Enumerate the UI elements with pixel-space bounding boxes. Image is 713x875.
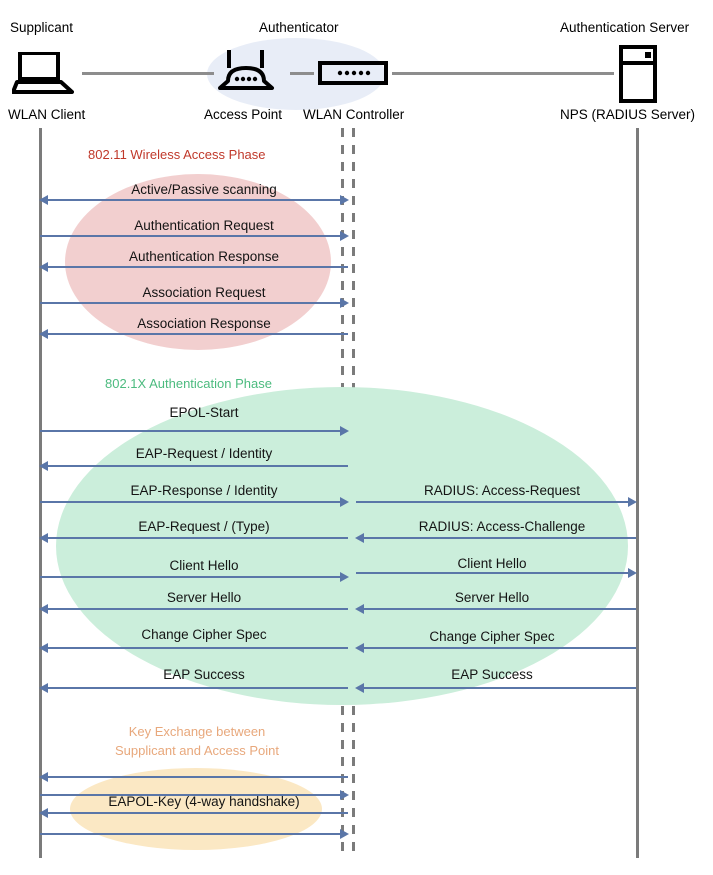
message-line-association-request: [40, 298, 349, 308]
arrowhead-right-icon: [340, 231, 349, 241]
arrowhead-left-icon: [39, 329, 48, 339]
phase-ellipse-key-exchange: [70, 768, 322, 850]
message-label-authentication-response: Authentication Response: [128, 249, 280, 264]
message-label-radius-access-request: RADIUS: Access-Request: [423, 483, 581, 498]
message-label-eap-response-identity: EAP-Response / Identity: [130, 483, 278, 498]
arrowhead-right-icon: [340, 572, 349, 582]
message-label-eap-request-identity: EAP-Request / Identity: [135, 446, 273, 461]
arrowhead-left-icon: [355, 683, 364, 693]
phase-ellipse-dot1x: [56, 387, 628, 705]
arrowhead-left-icon: [39, 643, 48, 653]
message-label-eapol-key-handshake: EAPOL-Key (4-way handshake): [108, 794, 300, 809]
message-line-eap-response-identity: [40, 497, 349, 507]
actor-role-supplicant: Supplicant: [10, 20, 74, 35]
message-label-eap-request-type: EAP-Request / (Type): [138, 519, 270, 534]
message-line-eap-request-type: [39, 533, 348, 543]
message-label-authentication-request: Authentication Request: [134, 218, 274, 233]
message-label-change-cipher-spec-left: Change Cipher Spec: [141, 627, 267, 642]
message-line-eapol-key-4: [40, 829, 349, 839]
message-label-change-cipher-spec-right: Change Cipher Spec: [429, 629, 555, 644]
actor-device-wlan-client: WLAN Client: [8, 107, 86, 122]
arrowhead-right-icon: [340, 829, 349, 839]
access-point-icon: [216, 48, 276, 101]
actor-device-nps-server: NPS (RADIUS Server): [560, 107, 696, 122]
message-line-change-cipher-spec-right: [355, 643, 636, 653]
arrowhead-left-icon: [39, 808, 48, 818]
message-label-client-hello-right: Client Hello: [457, 556, 527, 571]
arrowhead-right-icon: [340, 298, 349, 308]
server-icon: [619, 45, 657, 108]
message-line-association-response: [39, 329, 348, 339]
message-line-authentication-request: [40, 231, 349, 241]
message-line-client-hello-left: [40, 572, 349, 582]
message-line-authentication-response: [39, 262, 348, 272]
message-label-epol-start: EPOL-Start: [169, 405, 239, 420]
lifeline-auth-server: [636, 128, 639, 858]
arrowhead-right-icon: [340, 497, 349, 507]
wire-controller-server: [392, 72, 614, 75]
message-label-eap-success-right: EAP Success: [451, 667, 533, 682]
arrowhead-left-icon: [39, 461, 48, 471]
message-label-radius-access-challenge: RADIUS: Access-Challenge: [418, 519, 586, 534]
message-line-server-hello-right: [355, 604, 636, 614]
message-line-client-hello-right: [356, 568, 637, 578]
message-label-association-response: Association Response: [137, 316, 271, 331]
arrowhead-right-icon: [340, 195, 349, 205]
phase-title-dot1x: 802.1X Authentication Phase: [105, 376, 272, 391]
message-label-association-request: Association Request: [142, 285, 266, 300]
phase-ellipse-wireless: [65, 174, 331, 350]
message-line-radius-access-challenge: [355, 533, 636, 543]
message-line-server-hello-left: [39, 604, 348, 614]
wlan-controller-icon: [318, 61, 388, 90]
phase-title-key-exchange-line1: Key Exchange between: [128, 724, 266, 739]
lifeline-supplicant: [39, 128, 42, 858]
arrowhead-left-icon: [39, 604, 48, 614]
message-label-active-passive-scanning: Active/Passive scanning: [131, 182, 277, 197]
message-label-client-hello-left: Client Hello: [169, 558, 239, 573]
arrowhead-left-icon: [355, 533, 364, 543]
arrowhead-left-icon: [39, 262, 48, 272]
arrowhead-left-icon: [39, 533, 48, 543]
message-label-server-hello-right: Server Hello: [454, 590, 530, 605]
message-label-eap-success-left: EAP Success: [163, 667, 245, 682]
arrowhead-left-icon: [355, 604, 364, 614]
phase-title-wireless: 802.11 Wireless Access Phase: [88, 147, 266, 162]
arrowhead-left-icon: [39, 195, 48, 205]
arrowhead-left-icon: [39, 772, 48, 782]
message-line-eap-success-left: [39, 683, 348, 693]
message-line-eapol-key-2: [40, 790, 349, 800]
arrowhead-right-icon: [340, 426, 349, 436]
arrowhead-right-icon: [628, 497, 637, 507]
actor-role-authenticator: Authenticator: [259, 20, 339, 35]
arrowhead-right-icon: [340, 790, 349, 800]
message-line-radius-access-request: [356, 497, 637, 507]
message-line-eapol-key-1: [39, 772, 348, 782]
message-line-active-passive-scanning: [39, 195, 349, 205]
actor-device-wlan-controller: WLAN Controller: [303, 107, 405, 122]
message-line-eap-request-identity: [39, 461, 348, 471]
arrowhead-right-icon: [628, 568, 637, 578]
arrowhead-left-icon: [39, 683, 48, 693]
phase-title-key-exchange-line2: Supplicant and Access Point: [114, 743, 280, 758]
message-line-eapol-key-3: [39, 808, 348, 818]
message-label-server-hello-left: Server Hello: [166, 590, 242, 605]
message-line-eap-success-right: [355, 683, 636, 693]
arrowhead-left-icon: [355, 643, 364, 653]
wire-ap-controller: [290, 72, 314, 75]
actor-role-auth-server: Authentication Server: [560, 20, 690, 35]
wire-client-ap: [82, 72, 214, 75]
message-line-epol-start: [40, 426, 349, 436]
laptop-icon: [11, 51, 74, 99]
message-line-change-cipher-spec-left: [39, 643, 348, 653]
actor-device-access-point: Access Point: [204, 107, 283, 122]
